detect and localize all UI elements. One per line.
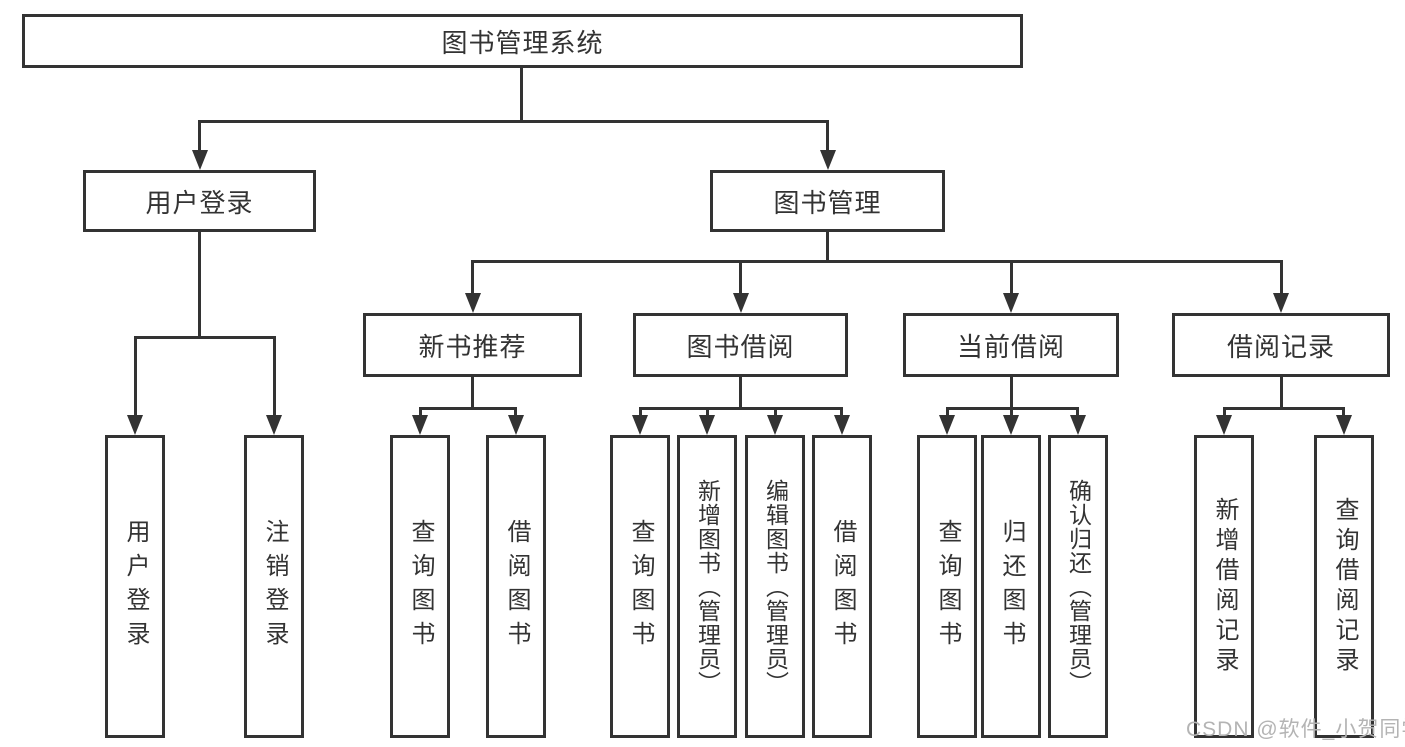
leaf-return-books: 归还图书 [981, 435, 1041, 738]
connector-stem-leaf [706, 407, 709, 417]
arrow-down-icon [465, 293, 481, 313]
arrow-down-icon [699, 415, 715, 435]
connector-stem-book-borrow [739, 260, 742, 293]
leaf-label: 借阅图书 [503, 518, 530, 655]
arrow-down-icon [127, 415, 143, 435]
leaf-label: 新增借阅记录 [1211, 496, 1238, 677]
arrow-down-icon [767, 415, 783, 435]
leaf-label: 编辑图书（管理员） [762, 478, 789, 695]
leaf-label: 查询图书 [407, 518, 434, 655]
connector-stem-book-management [826, 120, 829, 152]
leaf-add-books-admin: 新增图书（管理员） [677, 435, 737, 738]
leaf-label: 注销登录 [261, 518, 288, 655]
connector-new-book-distributor [420, 407, 516, 410]
arrow-down-icon [939, 415, 955, 435]
connector-user-login-drop [198, 232, 201, 336]
node-user-login: 用户登录 [83, 170, 316, 232]
connector-stem-leaf [840, 407, 843, 417]
connector-root-distributor [198, 120, 829, 123]
leaf-label: 借阅图书 [829, 518, 856, 655]
arrow-down-icon [820, 150, 836, 170]
leaf-edit-books-admin: 编辑图书（管理员） [745, 435, 805, 738]
connector-stem-leaf [419, 407, 422, 417]
arrow-down-icon [412, 415, 428, 435]
csdn-watermark: CSDN @软件_小贺同学 [1186, 718, 1405, 741]
connector-stem-leaf [1342, 407, 1345, 417]
arrow-down-icon [1336, 415, 1352, 435]
leaf-query-books-borrow: 查询图书 [610, 435, 670, 738]
connector-book-borrow-drop [739, 377, 742, 407]
connector-stem-leaf [1223, 407, 1226, 417]
connector-stem-leaf [946, 407, 949, 417]
connector-new-book-drop [471, 377, 474, 407]
leaf-borrow-books-recommend: 借阅图书 [486, 435, 546, 738]
connector-stem-leaf [639, 407, 642, 417]
connector-current-borrow-drop [1010, 377, 1013, 407]
leaf-query-borrow-record: 查询借阅记录 [1314, 435, 1374, 738]
connector-book-management-drop [826, 232, 829, 260]
arrow-down-icon [1003, 293, 1019, 313]
leaf-query-books-recommend: 查询图书 [390, 435, 450, 738]
node-book-management: 图书管理 [710, 170, 945, 232]
node-library-management-system: 图书管理系统 [22, 14, 1023, 68]
arrow-down-icon [266, 415, 282, 435]
connector-stem-leaf [514, 407, 517, 417]
node-book-borrowing: 图书借阅 [633, 313, 848, 377]
connector-stem-current-borrow [1010, 260, 1013, 293]
arrow-down-icon [192, 150, 208, 170]
node-new-book-recommend: 新书推荐 [363, 313, 582, 377]
connector-borrow-records-distributor [1224, 407, 1344, 410]
connector-borrow-records-drop [1280, 377, 1283, 407]
arrow-down-icon [1273, 293, 1289, 313]
node-current-borrowing: 当前借阅 [903, 313, 1119, 377]
leaf-add-borrow-record: 新增借阅记录 [1194, 435, 1254, 738]
leaf-label: 新增图书（管理员） [694, 478, 721, 695]
connector-book-borrow-distributor [640, 407, 842, 410]
connector-stem-leaf [273, 336, 276, 417]
leaf-label: 用户登录 [122, 518, 149, 655]
connector-stem-leaf [1076, 407, 1079, 417]
leaf-borrow-books: 借阅图书 [812, 435, 872, 738]
leaf-confirm-return-admin: 确认归还（管理员） [1048, 435, 1108, 738]
connector-stem-leaf [1010, 407, 1013, 417]
leaf-logout: 注销登录 [244, 435, 304, 738]
leaf-label: 查询图书 [934, 518, 961, 655]
leaf-query-books-current: 查询图书 [917, 435, 977, 738]
leaf-user-login: 用户登录 [105, 435, 165, 738]
connector-stem-user-login [198, 120, 201, 152]
connector-stem-leaf [774, 407, 777, 417]
connector-root-drop [520, 68, 523, 120]
connector-stem-leaf [134, 336, 137, 417]
arrow-down-icon [1003, 415, 1019, 435]
leaf-label: 归还图书 [998, 518, 1025, 655]
leaf-label: 查询图书 [627, 518, 654, 655]
connector-user-login-distributor [135, 336, 274, 339]
node-borrowing-records: 借阅记录 [1172, 313, 1390, 377]
arrow-down-icon [834, 415, 850, 435]
leaf-label: 查询借阅记录 [1331, 496, 1358, 677]
arrow-down-icon [733, 293, 749, 313]
leaf-label: 确认归还（管理员） [1065, 478, 1092, 695]
connector-stem-new-book [471, 260, 474, 293]
arrow-down-icon [508, 415, 524, 435]
arrow-down-icon [1216, 415, 1232, 435]
arrow-down-icon [1070, 415, 1086, 435]
arrow-down-icon [632, 415, 648, 435]
connector-stem-borrow-records [1280, 260, 1283, 293]
connector-book-management-distributor [472, 260, 1281, 263]
